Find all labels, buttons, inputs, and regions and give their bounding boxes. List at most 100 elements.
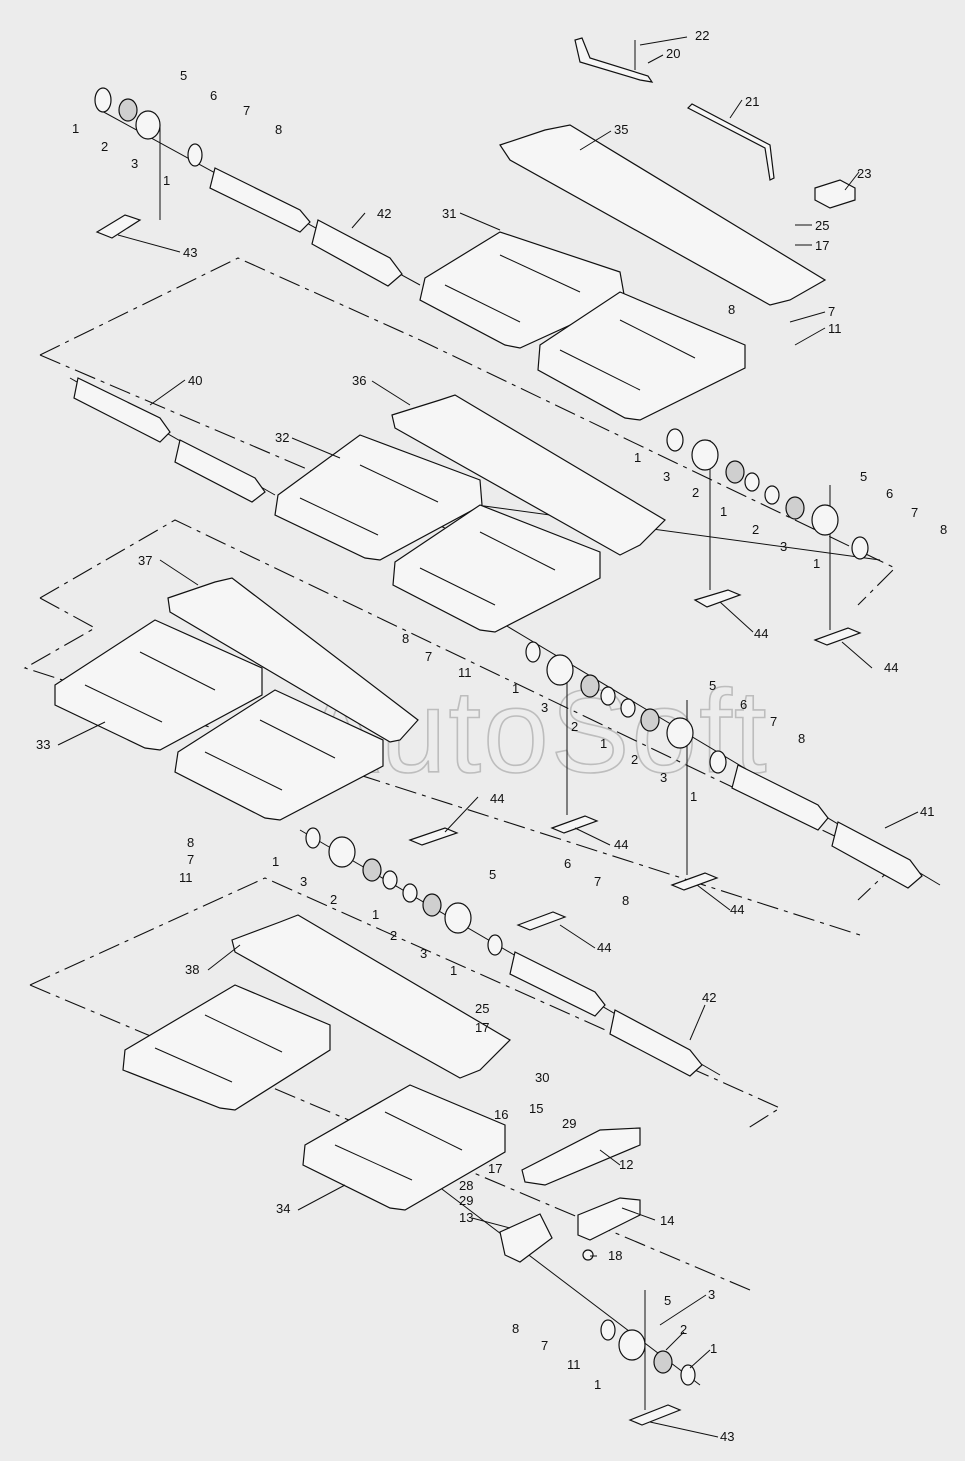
callout-1: 1	[634, 450, 641, 465]
callout-5: 5	[180, 68, 187, 83]
callout-18: 18	[608, 1248, 622, 1263]
callout-1: 1	[72, 121, 79, 136]
block-part-44	[408, 827, 459, 846]
callout-5: 5	[709, 678, 716, 693]
leader-line	[689, 1349, 711, 1369]
leader-line	[471, 1217, 511, 1229]
callout-3: 3	[780, 539, 787, 554]
leader-line	[444, 796, 479, 833]
handle-part-20	[574, 37, 654, 83]
snap-ring	[680, 1364, 696, 1386]
callout-labels: 22 20 21 35 23 25 17 8 7 11 5 6 7 8 1 2 …	[36, 28, 947, 1444]
callout-44: 44	[597, 940, 611, 955]
callout-2: 2	[631, 752, 638, 767]
roller-part-42-lower-b	[609, 1009, 703, 1077]
callout-29: 29	[562, 1116, 576, 1131]
snap-ring	[94, 87, 112, 113]
callout-42: 42	[702, 990, 716, 1005]
roller-upper-left	[209, 167, 311, 233]
leader-line	[696, 884, 731, 911]
callout-40: 40	[188, 373, 202, 388]
plate-part-37	[167, 577, 419, 743]
snap-ring	[525, 641, 541, 663]
callout-1: 1	[710, 1341, 717, 1356]
roller-part-40	[73, 377, 171, 443]
callout-17: 17	[815, 238, 829, 253]
callout-43: 43	[720, 1429, 734, 1444]
nut-part-18	[582, 1249, 594, 1261]
callout-44: 44	[614, 837, 628, 852]
leader-line	[794, 327, 826, 346]
bearing-ring	[653, 1350, 673, 1374]
conveyor-belts	[54, 231, 746, 1211]
callout-43: 43	[183, 245, 197, 260]
callout-44: 44	[730, 902, 744, 917]
callout-44: 44	[490, 791, 504, 806]
bearing-housing	[618, 1329, 646, 1361]
belt-rib	[499, 254, 581, 293]
callout-21: 21	[745, 94, 759, 109]
callout-17: 17	[475, 1020, 489, 1035]
callout-7: 7	[425, 649, 432, 664]
callout-3: 3	[420, 946, 427, 961]
callout-1: 1	[163, 173, 170, 188]
callout-1: 1	[372, 907, 379, 922]
block-part-44	[693, 589, 742, 608]
leader-line	[884, 811, 919, 829]
leader-line	[621, 1207, 656, 1221]
belt-part-32-b	[392, 504, 601, 633]
bearing-housing	[666, 717, 694, 749]
belt-part-33-b	[174, 689, 384, 821]
callout-42: 42	[377, 206, 391, 221]
leader-line	[729, 99, 743, 119]
snap-ring	[600, 686, 616, 706]
callout-8: 8	[512, 1321, 519, 1336]
belt-rib	[384, 1111, 463, 1151]
axis-upper-right	[439, 499, 881, 561]
boundary-lower	[29, 877, 782, 1131]
bearing-ring	[785, 496, 805, 520]
belt-rib	[359, 464, 439, 503]
callout-1: 1	[600, 736, 607, 751]
callout-13: 13	[459, 1210, 473, 1225]
callout-7: 7	[594, 874, 601, 889]
callout-11: 11	[567, 1357, 581, 1372]
callout-1: 1	[594, 1377, 601, 1392]
callout-7: 7	[911, 505, 918, 520]
plate-part-35	[499, 124, 827, 306]
belt-rib	[334, 1144, 413, 1181]
snap-ring	[402, 883, 418, 903]
bearing-ring	[362, 858, 382, 882]
callout-35: 35	[614, 122, 628, 137]
callout-33: 33	[36, 737, 50, 752]
callout-29: 29	[459, 1193, 473, 1208]
callout-11: 11	[828, 321, 842, 336]
callout-38: 38	[185, 962, 199, 977]
leader-line	[719, 601, 754, 633]
callout-44: 44	[884, 660, 898, 675]
belt-rib	[204, 1014, 283, 1053]
leader-line	[459, 212, 501, 231]
callout-5: 5	[664, 1293, 671, 1308]
callout-6: 6	[210, 88, 217, 103]
callout-1: 1	[272, 854, 279, 869]
callout-5: 5	[860, 469, 867, 484]
boundary-upper	[39, 257, 896, 606]
belt-part-32-a	[274, 434, 483, 561]
boundary-middle-lower	[23, 597, 861, 936]
belt-rib	[299, 497, 379, 536]
roller-part-42-top	[311, 219, 403, 287]
leader-line	[371, 380, 411, 406]
rollers	[73, 167, 923, 1077]
callout-11: 11	[179, 870, 193, 885]
callout-25: 25	[475, 1001, 489, 1016]
callout-7: 7	[187, 852, 194, 867]
belt-rib	[559, 349, 641, 391]
callout-2: 2	[692, 485, 699, 500]
callout-30: 30	[535, 1070, 549, 1085]
belt-rib	[139, 651, 216, 691]
callout-34: 34	[276, 1201, 290, 1216]
snap-ring	[187, 143, 203, 167]
